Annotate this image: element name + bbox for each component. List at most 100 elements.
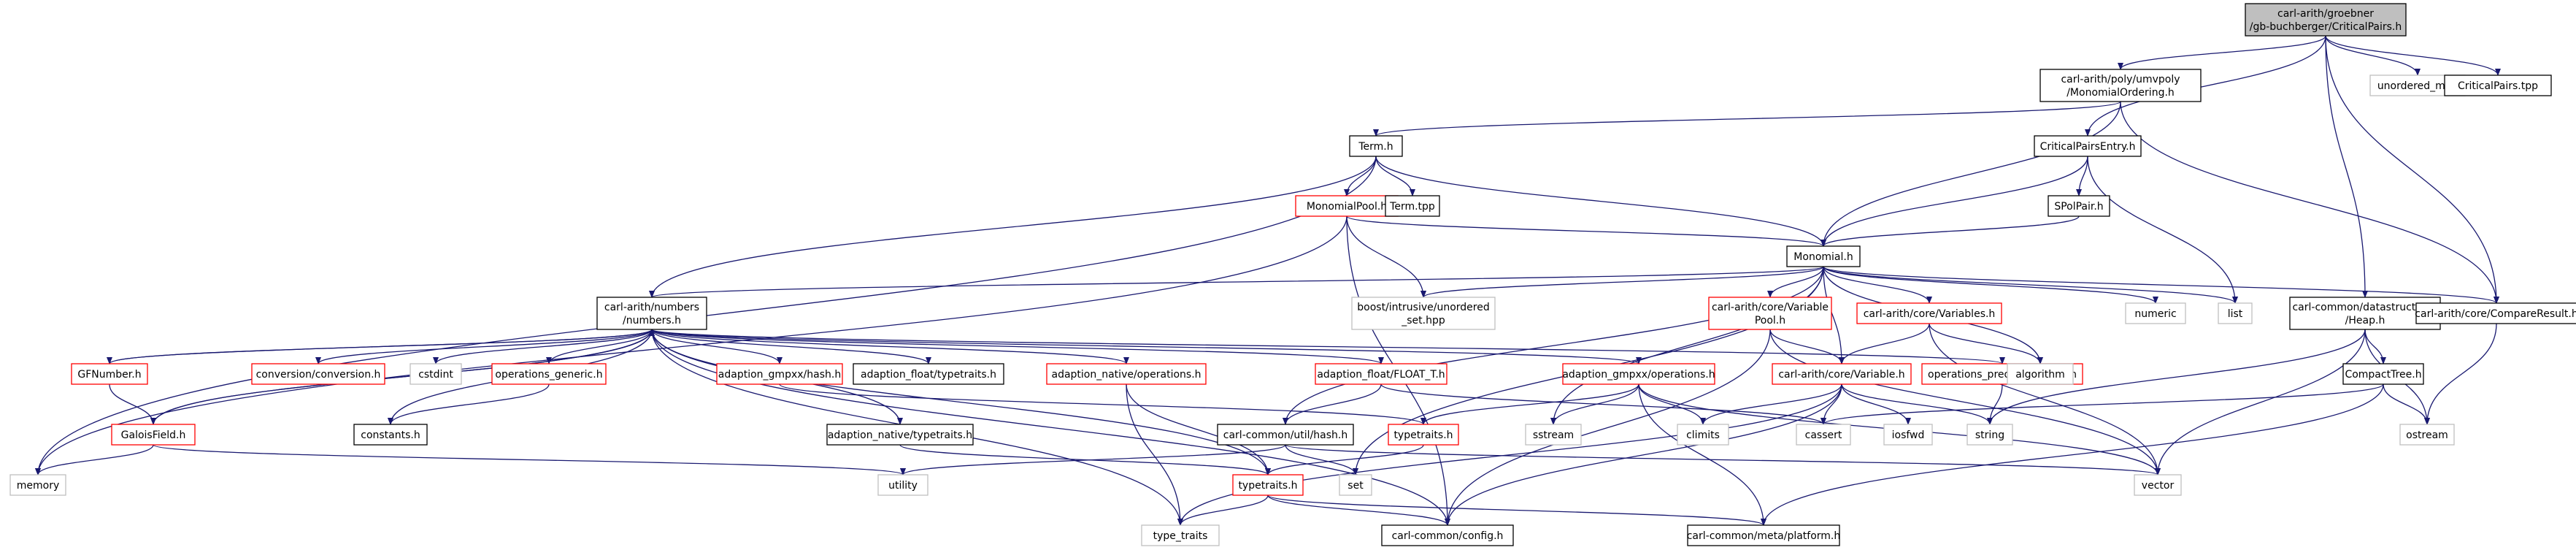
node-label: SPolPair.h xyxy=(2054,201,2103,213)
edge-gf-to-utility xyxy=(153,444,906,475)
edge-mo-to-term xyxy=(1373,101,2121,137)
edge-vars-to-vector xyxy=(1929,323,2161,475)
node-heap[interactable]: carl-common/datastructures/Heap.h xyxy=(2289,297,2441,330)
node-vars[interactable]: carl-arith/core/Variables.h xyxy=(1856,302,2002,324)
node-ttraits: type_traits xyxy=(1141,524,1220,546)
node-platform[interactable]: carl-common/meta/platform.h xyxy=(1687,524,1841,546)
node-conv[interactable]: conversion/conversion.h xyxy=(251,363,385,385)
node-label: operations_generic.h xyxy=(495,369,602,381)
node-config[interactable]: carl-common/config.h xyxy=(1381,524,1514,546)
node-label: memory xyxy=(17,480,60,492)
edge-mon-to-vpool xyxy=(1767,266,1824,298)
node-hash[interactable]: carl-common/util/hash.h xyxy=(1217,424,1354,446)
node-label: /Heap.h xyxy=(2345,315,2385,326)
node-aff[interactable]: adaption_float/FLOAT_T.h xyxy=(1315,363,1447,385)
node-label: Pool.h xyxy=(1755,315,1785,326)
node-box xyxy=(71,363,148,385)
node-box xyxy=(596,297,707,330)
node-label: typetraits.h xyxy=(1238,480,1297,492)
node-const[interactable]: constants.h xyxy=(353,424,428,446)
node-box xyxy=(2007,363,2074,385)
edge-num-to-ano xyxy=(651,329,1129,364)
node-mon[interactable]: Monomial.h xyxy=(1786,245,1861,267)
node-var[interactable]: carl-arith/core/Variable.h xyxy=(1772,363,1912,385)
edge-vars-to-alg xyxy=(1929,323,2043,364)
node-box xyxy=(1141,524,1220,546)
edge-ctree-to-platform xyxy=(1761,383,2384,526)
node-label: string xyxy=(1975,429,2004,441)
node-term[interactable]: Term.h xyxy=(1349,135,1403,157)
node-box xyxy=(2245,3,2407,37)
edge-mp-to-memory xyxy=(35,215,1347,475)
edge-ctree-to-ostream xyxy=(2383,383,2430,425)
node-mo[interactable]: carl-arith/poly/umvpoly/MonomialOrdering… xyxy=(2039,69,2202,102)
node-label: GaloisField.h xyxy=(121,429,186,441)
node-agh[interactable]: adaption_gmpxx/hash.h xyxy=(716,363,843,385)
edge-var-to-climits xyxy=(1700,383,1842,425)
node-ago[interactable]: adaption_gmpxx/operations.h xyxy=(1562,363,1715,385)
node-ostream: ostream xyxy=(2399,424,2455,446)
edge-gfn-to-num xyxy=(109,329,655,364)
node-vector: vector xyxy=(2134,474,2182,496)
node-cres[interactable]: carl-arith/core/CompareResult.h xyxy=(2415,302,2576,324)
node-gfn[interactable]: GFNumber.h xyxy=(71,363,148,385)
node-label: Monomial.h xyxy=(1793,251,1853,263)
node-cstdint: cstdint xyxy=(410,363,462,385)
edge-num-to-config xyxy=(651,329,1450,526)
node-rt[interactable]: carl-arith/groebner/gb-buchberger/Critic… xyxy=(2245,3,2407,37)
node-box xyxy=(1796,424,1851,446)
edge-cpe-to-list xyxy=(2087,156,2238,304)
node-ctree[interactable]: CompactTree.h xyxy=(2342,363,2424,385)
node-opg[interactable]: operations_generic.h xyxy=(491,363,607,385)
node-tt1[interactable]: typetraits.h xyxy=(1388,424,1459,446)
node-label: carl-arith/numbers xyxy=(604,302,699,313)
node-ttpp[interactable]: Term.tpp xyxy=(1385,195,1440,217)
node-box xyxy=(353,424,428,446)
edge-spp-to-mon xyxy=(1820,215,2080,247)
edge-tt2-to-ttraits xyxy=(1177,494,1269,526)
edge-rt-to-heap xyxy=(2325,35,2368,298)
edge-mon-to-num xyxy=(649,266,1824,298)
edge-rt-to-cres xyxy=(2325,35,2499,304)
edge-mon-to-hash xyxy=(1283,266,1824,425)
edge-hash-to-utility xyxy=(900,444,1286,475)
edge-rt-to-um xyxy=(2325,35,2421,76)
edge-ano-to-tt2 xyxy=(1126,383,1271,475)
node-label: CriticalPairs.tpp xyxy=(2458,80,2538,92)
node-label: carl-common/meta/platform.h xyxy=(1687,530,1841,542)
edge-rt-to-cpe xyxy=(2085,35,2326,137)
edge-tt2-to-platform xyxy=(1267,494,1766,526)
node-label: constants.h xyxy=(361,429,420,441)
node-gf[interactable]: GaloisField.h xyxy=(111,424,196,446)
edge-mp-to-mon xyxy=(1346,215,1826,247)
edge-var-to-string xyxy=(1841,383,1993,425)
node-ant[interactable]: adaption_native/typetraits.h xyxy=(826,424,974,446)
edge-num-to-conv xyxy=(315,329,653,364)
node-label: carl-arith/core/Variable xyxy=(1712,302,1829,313)
node-box xyxy=(1349,135,1403,157)
edge-mon-to-bst xyxy=(1420,266,1824,298)
node-aft[interactable]: adaption_float/typetraits.h xyxy=(853,363,1004,385)
node-mp[interactable]: MonomialPool.h xyxy=(1295,195,1399,217)
edge-mon-to-sstream xyxy=(1550,266,1824,425)
node-ano[interactable]: adaption_native/operations.h xyxy=(1046,363,1207,385)
node-box xyxy=(1786,245,1861,267)
node-box xyxy=(9,474,66,496)
edge-num-to-aft xyxy=(651,329,931,364)
edge-vpool-to-var xyxy=(1769,329,1845,364)
node-label: carl-common/datastructures xyxy=(2292,302,2437,313)
edge-tt1-to-tt2 xyxy=(1265,444,1424,475)
node-cpe[interactable]: CriticalPairsEntry.h xyxy=(2034,135,2142,157)
node-box xyxy=(1381,524,1514,546)
node-spp[interactable]: SPolPair.h xyxy=(2048,195,2110,217)
edge-hash-to-set xyxy=(1285,444,1358,475)
node-tt2[interactable]: typetraits.h xyxy=(1232,474,1304,496)
edge-mon-to-cres xyxy=(1823,266,2499,304)
edge-term-to-num xyxy=(649,156,1377,298)
node-box xyxy=(1677,424,1729,446)
node-num[interactable]: carl-arith/numbers/numbers.h xyxy=(596,297,707,330)
edge-gfn-to-gf xyxy=(109,383,156,425)
node-cpt[interactable]: CriticalPairs.tpp xyxy=(2444,75,2552,96)
